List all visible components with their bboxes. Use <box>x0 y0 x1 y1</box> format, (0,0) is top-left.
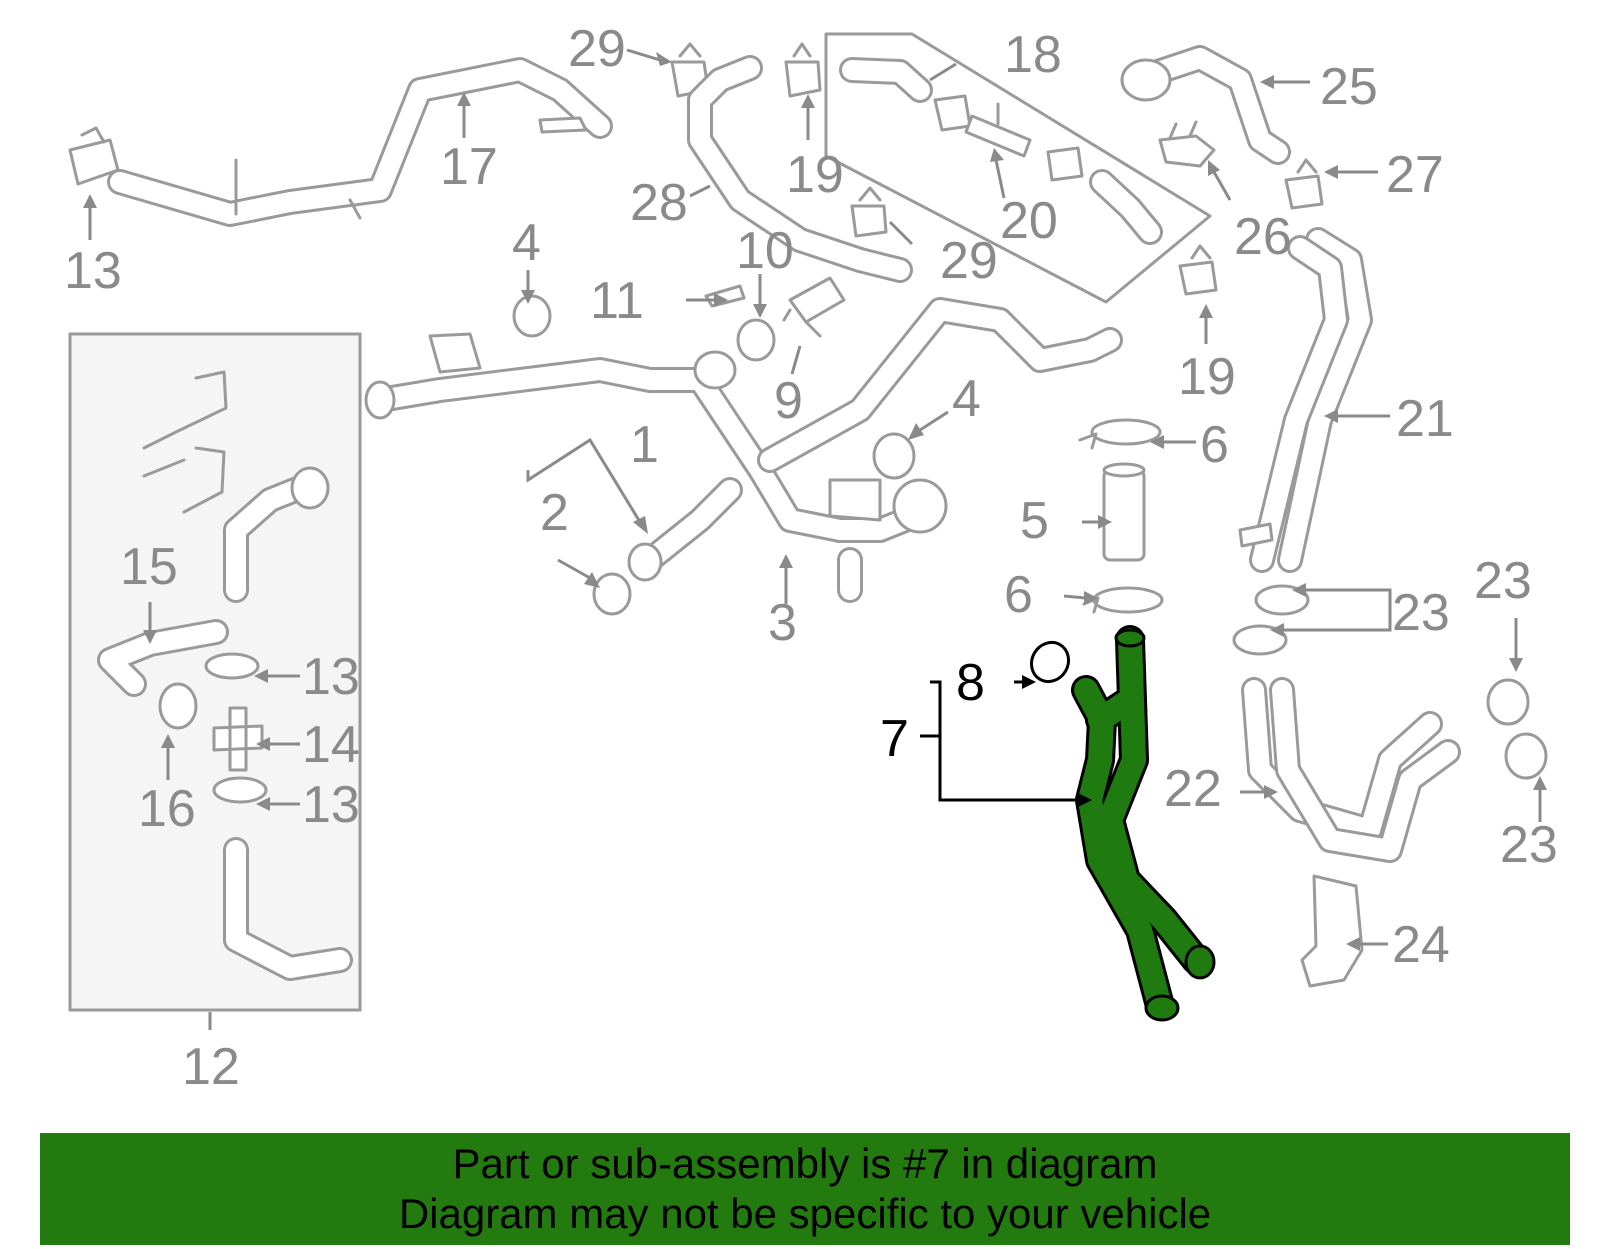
clamp-23-a[interactable] <box>1254 584 1310 616</box>
part-5-sleeve[interactable] <box>1102 462 1146 562</box>
callout-16: 16 <box>138 780 196 838</box>
callout-19: 19 <box>786 146 844 204</box>
part-20-connector[interactable] <box>964 102 1032 158</box>
part-7-highlighted-pipe[interactable] <box>1071 625 1216 1022</box>
part-17-pipe[interactable] <box>107 57 613 227</box>
callout-19: 19 <box>1178 348 1236 406</box>
oring-4-upper[interactable] <box>512 294 552 338</box>
callout-6: 6 <box>1200 416 1229 474</box>
info-banner: Part or sub-assembly is #7 in diagram Di… <box>40 1133 1570 1245</box>
clamp-23-d[interactable] <box>1504 732 1548 780</box>
callout-28: 28 <box>630 174 688 232</box>
part-21-pipe[interactable] <box>1238 227 1373 573</box>
callout-9: 9 <box>774 372 803 430</box>
callout-3: 3 <box>768 594 797 652</box>
callout-26: 26 <box>1234 208 1292 266</box>
part-22-pipe[interactable] <box>1241 677 1461 863</box>
callout-23: 23 <box>1392 584 1450 642</box>
part-11-clip[interactable] <box>704 284 746 308</box>
clamp-23-c[interactable] <box>1486 678 1530 726</box>
part-3-pipe-assembly[interactable] <box>364 297 1123 603</box>
part-28-hose[interactable] <box>687 55 913 283</box>
oring-10[interactable] <box>736 318 776 362</box>
callout-11: 11 <box>590 272 644 330</box>
clamp-13-upper[interactable] <box>68 126 120 186</box>
clamp-29-mid[interactable] <box>850 186 888 238</box>
part-9-sensor[interactable] <box>782 276 846 338</box>
clamp-6-lower[interactable] <box>1082 586 1164 614</box>
part-25-hose[interactable] <box>1120 45 1291 165</box>
callout-6: 6 <box>1004 566 1033 624</box>
callout-7: 7 <box>880 710 909 768</box>
callout-22: 22 <box>1164 760 1222 818</box>
banner-line-1: Part or sub-assembly is #7 in diagram <box>452 1140 1158 1187</box>
callout-1: 1 <box>630 416 659 474</box>
callout-23: 23 <box>1474 552 1532 610</box>
callout-18: 18 <box>1004 26 1062 84</box>
clamp-6-upper[interactable] <box>1078 418 1162 450</box>
callout-8: 8 <box>956 654 985 712</box>
callout-29: 29 <box>568 20 626 78</box>
banner-line-2: Diagram may not be specific to your vehi… <box>398 1190 1212 1237</box>
clamp-23-b[interactable] <box>1232 624 1288 656</box>
part-18-hoses[interactable] <box>839 57 1163 245</box>
callout-13: 13 <box>302 648 360 706</box>
oring-8[interactable] <box>1024 636 1075 689</box>
callout-4: 4 <box>952 370 981 428</box>
callout-27: 27 <box>1386 146 1444 204</box>
callout-14: 14 <box>302 716 360 774</box>
callout-4: 4 <box>512 214 541 272</box>
callout-24: 24 <box>1392 916 1450 974</box>
callout-13: 13 <box>302 776 360 834</box>
clamp-27[interactable] <box>1284 158 1324 210</box>
callout-5: 5 <box>1020 492 1049 550</box>
callout-17: 17 <box>440 138 498 196</box>
callout-25: 25 <box>1320 58 1378 116</box>
callout-10: 10 <box>736 222 794 280</box>
callout-29: 29 <box>940 232 998 290</box>
part-12-kit-contents[interactable] <box>97 370 353 981</box>
callout-20: 20 <box>1000 192 1058 250</box>
callout-12: 12 <box>182 1038 240 1096</box>
leader-lines <box>83 48 1547 1030</box>
oring-4-lower[interactable] <box>872 432 916 480</box>
oring-2[interactable] <box>592 572 632 616</box>
kit-box-18 <box>824 32 1212 304</box>
part-24-bracket[interactable] <box>1300 874 1364 988</box>
callout-13: 13 <box>64 242 122 300</box>
callout-23: 23 <box>1500 816 1558 874</box>
callout-21: 21 <box>1396 390 1454 448</box>
part-26-bracket[interactable] <box>1158 120 1216 168</box>
callout-2: 2 <box>540 484 569 542</box>
clamp-19-top[interactable] <box>784 42 822 98</box>
clamp-19-right[interactable] <box>1178 244 1218 296</box>
callout-15: 15 <box>120 538 178 596</box>
callout-labels: 13 17 29 28 19 18 20 29 25 26 27 19 21 4… <box>64 20 1558 1096</box>
